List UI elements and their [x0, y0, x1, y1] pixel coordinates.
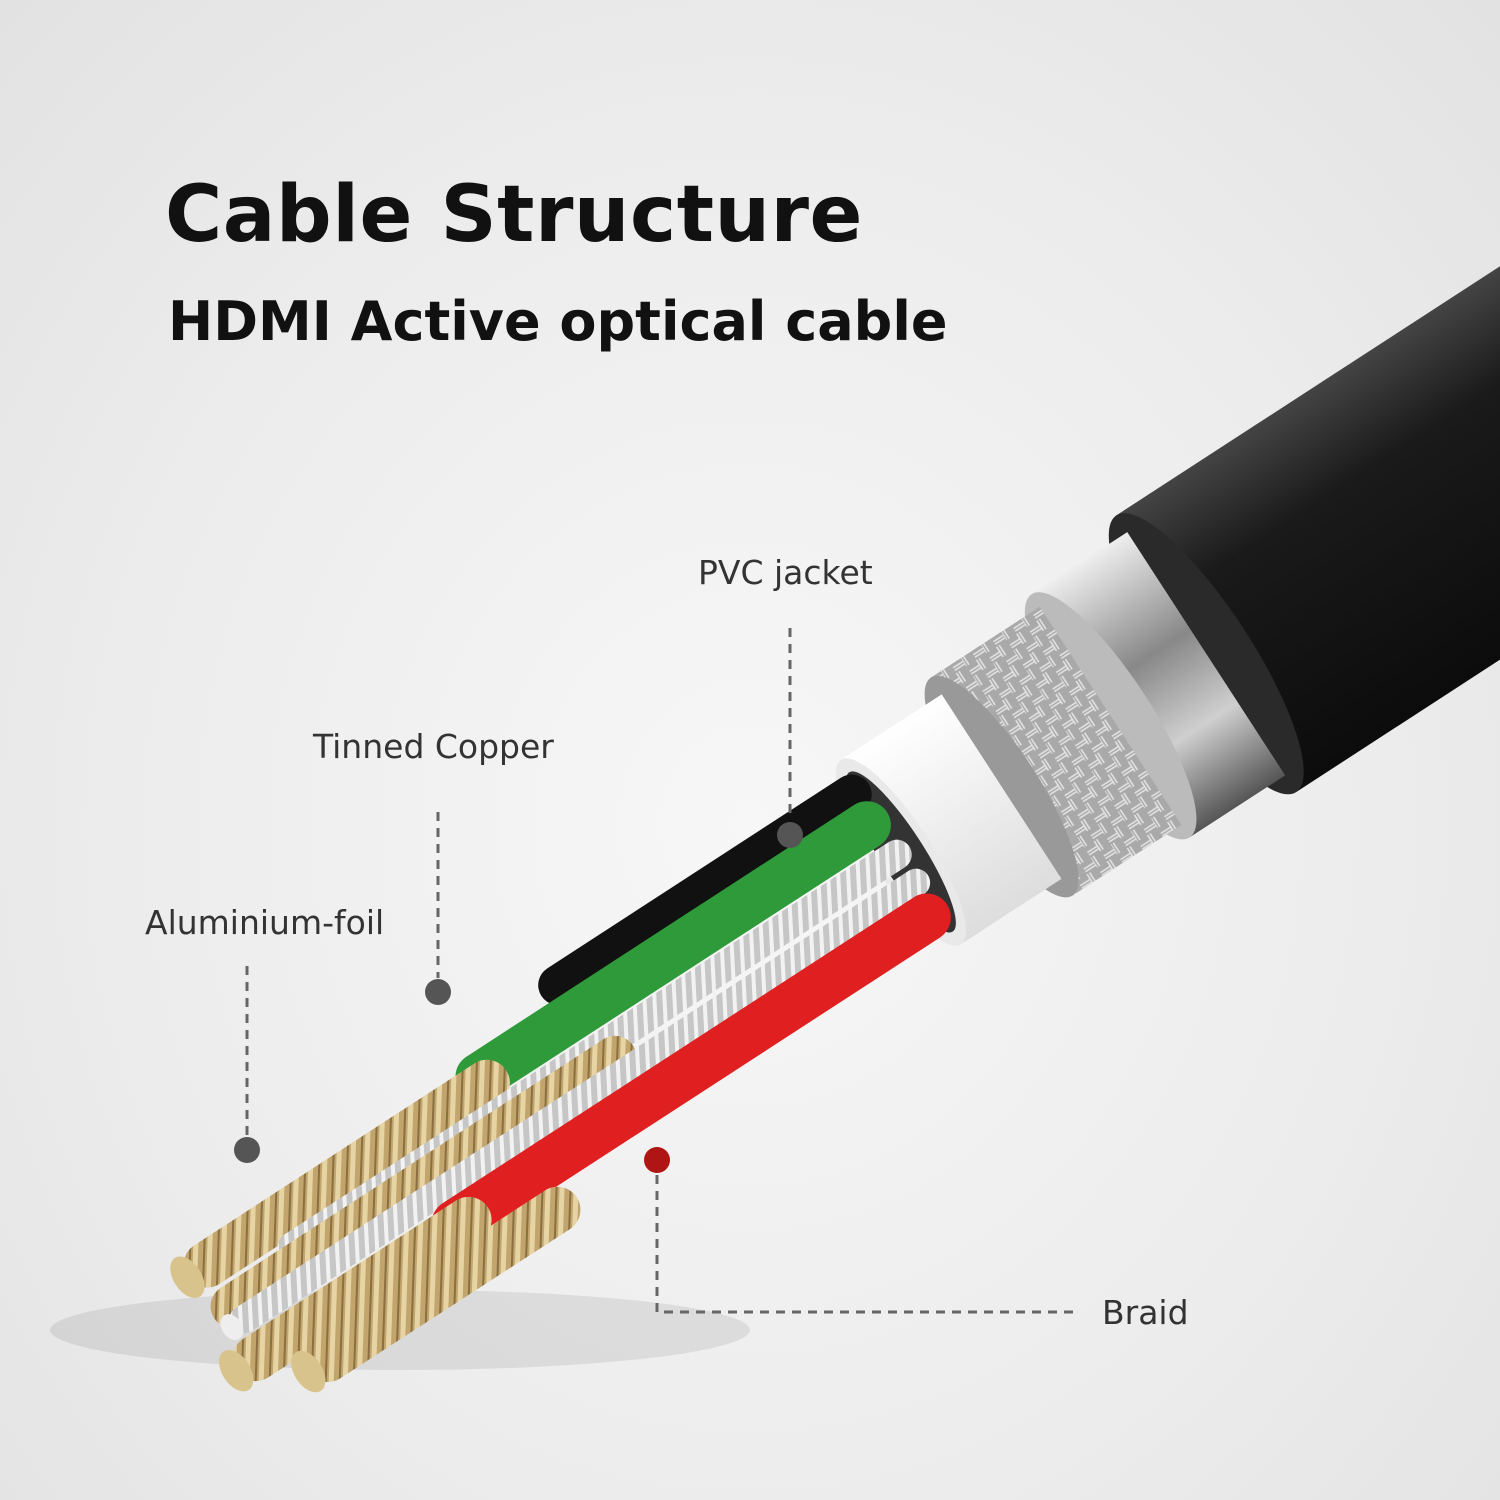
label-aluminium-foil: Aluminium-foil [145, 903, 385, 942]
page-subtitle: HDMI Active optical cable [168, 290, 948, 353]
page-title: Cable Structure [165, 170, 863, 260]
leader-dots [234, 822, 803, 1173]
inner-wires [170, 774, 951, 1393]
label-pvc-jacket: PVC jacket [698, 553, 873, 592]
label-braid: Braid [1102, 1293, 1189, 1332]
leader-lines [245, 628, 1080, 1314]
label-tinned-copper: Tinned Copper [313, 727, 554, 766]
